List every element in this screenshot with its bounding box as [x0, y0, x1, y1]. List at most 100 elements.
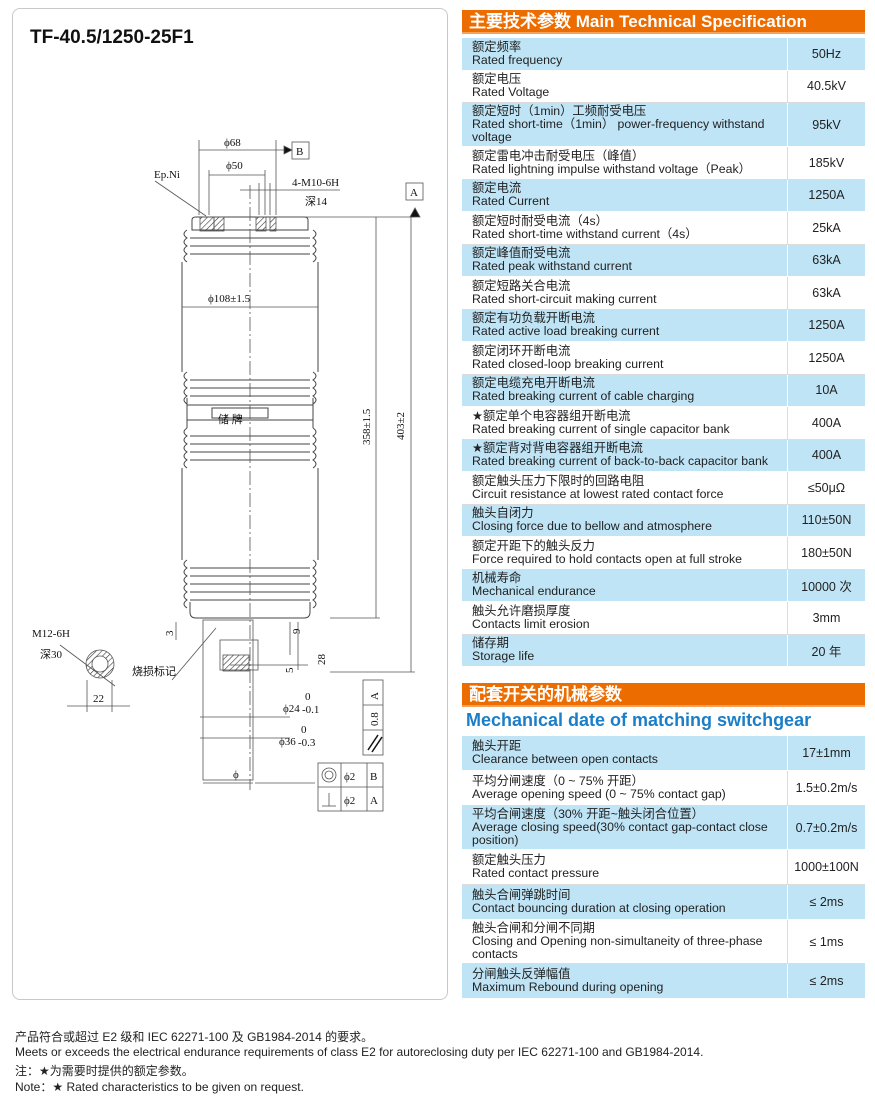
- spec-label-en: Closing and Opening non-simultaneity of …: [472, 934, 763, 961]
- svg-text:403±2: 403±2: [395, 412, 407, 440]
- svg-text:M12-6H: M12-6H: [32, 628, 70, 640]
- spec-label-en: Rated lightning impulse withstand voltag…: [472, 161, 751, 176]
- parallelism-frame: [362, 679, 384, 756]
- svg-text:0: 0: [301, 724, 307, 736]
- spec-label-en: Rated breaking current of cable charging: [472, 389, 695, 404]
- spec-label-en: Rated Current: [472, 194, 550, 209]
- svg-text:A: A: [410, 187, 418, 199]
- drawing-panel: [12, 8, 448, 1000]
- svg-text:ϕ36: ϕ36: [279, 736, 296, 748]
- spec-label-en: Force required to hold contacts open at …: [472, 551, 742, 566]
- svg-text:ϕ68: ϕ68: [224, 137, 241, 149]
- spec-label-cn: 机械寿命: [472, 571, 522, 586]
- mech-spec-subtitle: Mechanical date of matching switchgear: [466, 710, 812, 730]
- spec-label-en: Rated short-time withstand current（4s）: [472, 226, 698, 241]
- spec-label-en: Contact bouncing duration at closing ope…: [472, 901, 726, 915]
- spec-label-en: Rated active load breaking current: [472, 324, 660, 339]
- spec-label-cn: 额定频率: [472, 39, 522, 54]
- spec-value: 50Hz: [811, 46, 842, 61]
- spec-row: 平均分闸速度（0 ~ 75% 开距）Average opening speed …: [462, 771, 865, 806]
- spec-value: 1.5±0.2m/s: [795, 781, 858, 795]
- spec-value: ≤50μΩ: [807, 480, 846, 495]
- spec-label-cn: 额定电流: [472, 181, 522, 196]
- svg-text:4-M10-6H: 4-M10-6H: [292, 177, 339, 189]
- spec-label-cn: 触头允许磨损厚度: [472, 603, 571, 618]
- spec-label-en: Storage life: [472, 649, 535, 664]
- spec-label-cn: 额定有功负载开断电流: [472, 311, 595, 326]
- svg-text:28: 28: [316, 654, 328, 666]
- footer-note-cn: 产品符合或超过 E2 级和 IEC 62271-100 及 GB1984-201…: [15, 1030, 374, 1044]
- svg-text:A: A: [369, 692, 381, 700]
- footer-note-en: Meets or exceeds the electrical enduranc…: [15, 1045, 704, 1059]
- spec-label-en: Rated breaking current of back-to-back c…: [472, 454, 768, 469]
- spec-value: ≤ 2ms: [809, 895, 844, 909]
- spec-label-en: Rated contact pressure: [472, 866, 600, 880]
- svg-text:0.8: 0.8: [369, 712, 381, 726]
- svg-text:22: 22: [93, 693, 104, 705]
- spec-label-cn: 储存期: [472, 636, 509, 651]
- spec-label-cn: 触头合闸和分闸不同期: [472, 921, 595, 935]
- spec-value: 110±50N: [801, 513, 852, 528]
- spec-label: 平均合闸速度（30% 开距~触头闭合位置）Average closing spe…: [462, 806, 788, 849]
- svg-text:ϕ50: ϕ50: [226, 160, 243, 172]
- spec-label-cn: 额定峰值耐受电流: [472, 246, 571, 261]
- spec-value: 180±50N: [801, 545, 852, 560]
- mech-spec-title: 配套开关的机械参数: [462, 683, 865, 707]
- svg-text:B: B: [296, 146, 303, 158]
- svg-text:A: A: [370, 795, 378, 807]
- spec-value: 0.7±0.2m/s: [795, 820, 858, 835]
- svg-text:ϕ2: ϕ2: [344, 795, 355, 807]
- svg-text:Ep.Ni: Ep.Ni: [154, 169, 180, 181]
- spec-value: 1250A: [808, 188, 845, 203]
- spec-label-en: Contacts limit erosion: [472, 616, 590, 631]
- spec-value: 40.5kV: [807, 79, 846, 94]
- spec-label-cn: 额定短时耐受电流（4s）: [472, 213, 608, 228]
- spec-label: 平均分闸速度（0 ~ 75% 开距）Average opening speed …: [462, 771, 788, 805]
- spec-value: 63kA: [812, 285, 841, 300]
- spec-label-cn: 额定短时（1min）工频耐受电压: [472, 104, 647, 118]
- svg-text:ϕ108±1.5: ϕ108±1.5: [208, 293, 251, 305]
- spec-value: 10A: [815, 383, 838, 398]
- spec-label-cn: 额定触头压力下限时的回路电阻: [472, 473, 645, 488]
- spec-value: 63kA: [812, 253, 841, 268]
- spec-label-en: Rated frequency: [472, 52, 563, 67]
- spec-label-cn: 触头开距: [472, 739, 522, 753]
- spec-label-en: Clearance between open contacts: [472, 752, 658, 766]
- spec-label-cn: 平均分闸速度（0 ~ 75% 开距）: [472, 774, 644, 788]
- spec-label-cn: 触头自闭力: [472, 506, 534, 521]
- svg-text:B: B: [370, 771, 377, 783]
- spec-value: 95kV: [812, 117, 841, 132]
- spec-label-en: Rated breaking current of single capacit…: [472, 421, 730, 436]
- svg-text:358±1.5: 358±1.5: [361, 408, 373, 445]
- spec-value: 1250A: [808, 350, 845, 365]
- spec-value: 10000 次: [801, 579, 852, 594]
- spec-row: 平均合闸速度（30% 开距~触头闭合位置）Average closing spe…: [462, 806, 865, 850]
